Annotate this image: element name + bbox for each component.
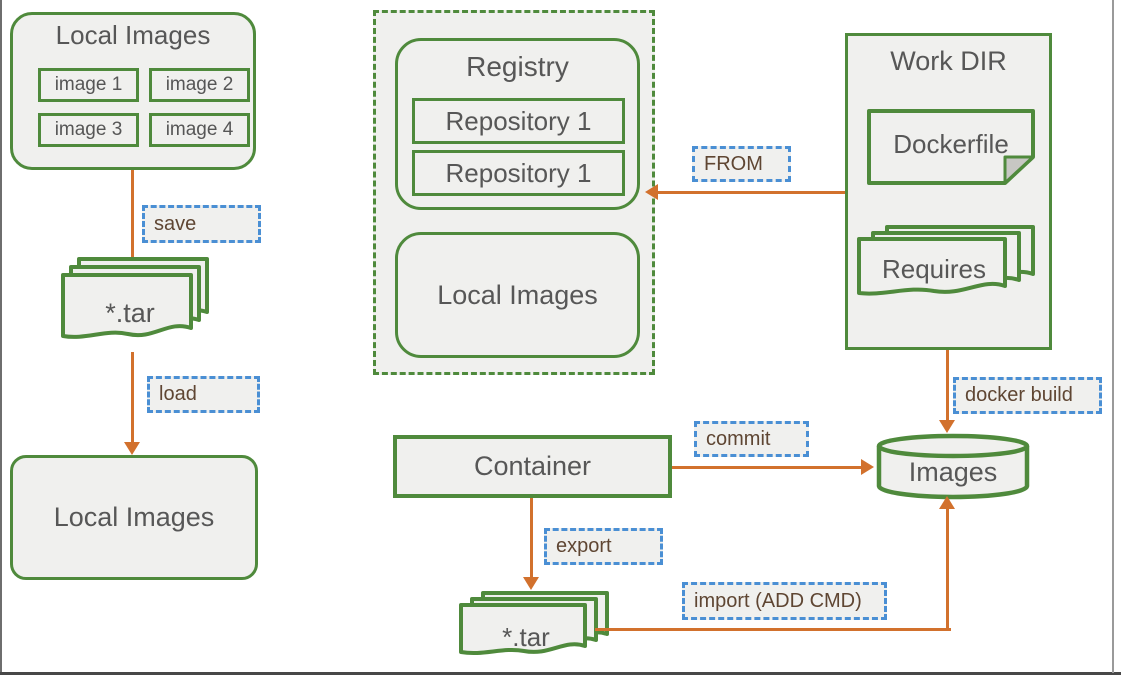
import-label-box: import (ADD CMD) — [682, 582, 887, 620]
container-label: Container — [473, 451, 592, 481]
image-box-label: image 3 — [54, 119, 123, 140]
images-label: Images — [909, 457, 998, 487]
registry-box: Registry Repository 1 Repository 1 — [395, 38, 640, 210]
tar-export-document-stack-shape: *.tar — [459, 591, 609, 656]
save-arrow-line — [131, 170, 134, 262]
commit-arrow-line — [672, 466, 862, 469]
dockerfile-label: Dockerfile — [893, 129, 1009, 159]
image-box: image 2 — [149, 68, 250, 102]
load-label: load — [159, 383, 197, 405]
repository-box: Repository 1 — [412, 150, 625, 196]
registry-local-images-box: Local Images — [395, 232, 640, 358]
frame-bottom-border — [0, 672, 1121, 675]
import-arrowhead-icon — [939, 496, 955, 509]
docker-build-label: docker build — [965, 384, 1073, 406]
frame-right-border — [1112, 0, 1114, 673]
tar-save-document-stack-shape: *.tar — [61, 257, 209, 339]
export-arrow-line — [530, 498, 533, 580]
docker-build-label-box: docker build — [953, 377, 1102, 414]
load-arrowhead-icon — [124, 442, 140, 455]
repository-label: Repository 1 — [445, 157, 592, 188]
save-label: save — [154, 212, 197, 235]
image-box-label: image 2 — [165, 74, 234, 95]
import-arrow-hline — [595, 628, 951, 631]
image-box: image 4 — [149, 113, 250, 147]
import-label: import (ADD CMD) — [694, 589, 862, 612]
from-label: FROM — [704, 152, 763, 175]
local-images-source-box: Local Images image 1 image 2 image 3 ima… — [10, 12, 256, 170]
frame-left-border — [0, 0, 2, 674]
local-images-loaded-label: Local Images — [53, 502, 215, 532]
commit-label-box: commit — [694, 421, 809, 457]
local-images-source-title: Local Images — [55, 20, 211, 50]
registry-title: Registry — [466, 51, 569, 82]
commit-arrowhead-icon — [861, 459, 874, 475]
docker-build-arrow-line — [946, 350, 949, 423]
dockerfile-document-shape: Dockerfile — [867, 109, 1035, 185]
image-box: image 1 — [38, 68, 139, 102]
work-dir-title: Work DIR — [890, 46, 1007, 76]
image-box-label: image 4 — [165, 119, 234, 140]
image-box: image 3 — [38, 113, 139, 147]
tar-export-label: *.tar — [502, 622, 550, 652]
registry-local-images-label: Local Images — [437, 279, 598, 310]
tar-save-label: *.tar — [105, 298, 155, 328]
docker-build-arrowhead-icon — [939, 420, 955, 433]
load-label-box: load — [147, 376, 260, 413]
save-label-box: save — [142, 205, 261, 243]
repository-box: Repository 1 — [412, 98, 625, 144]
import-arrow-vline — [946, 508, 949, 631]
work-dir-box: Work DIR Dockerfile Requires — [845, 33, 1052, 350]
export-label: export — [556, 535, 612, 557]
container-box: Container — [393, 435, 672, 498]
repository-label: Repository 1 — [445, 105, 592, 136]
from-arrow-line — [658, 191, 846, 194]
commit-label: commit — [706, 427, 771, 450]
load-arrow-line — [131, 352, 134, 444]
images-cylinder-shape: Images — [876, 433, 1030, 500]
local-images-loaded-box: Local Images — [10, 455, 258, 580]
from-arrowhead-icon — [645, 184, 658, 200]
requires-document-stack-shape: Requires — [857, 225, 1035, 296]
export-arrowhead-icon — [523, 577, 539, 590]
image-box-label: image 1 — [54, 74, 123, 95]
export-label-box: export — [544, 528, 663, 565]
from-label-box: FROM — [692, 146, 791, 182]
requires-label: Requires — [882, 254, 986, 284]
